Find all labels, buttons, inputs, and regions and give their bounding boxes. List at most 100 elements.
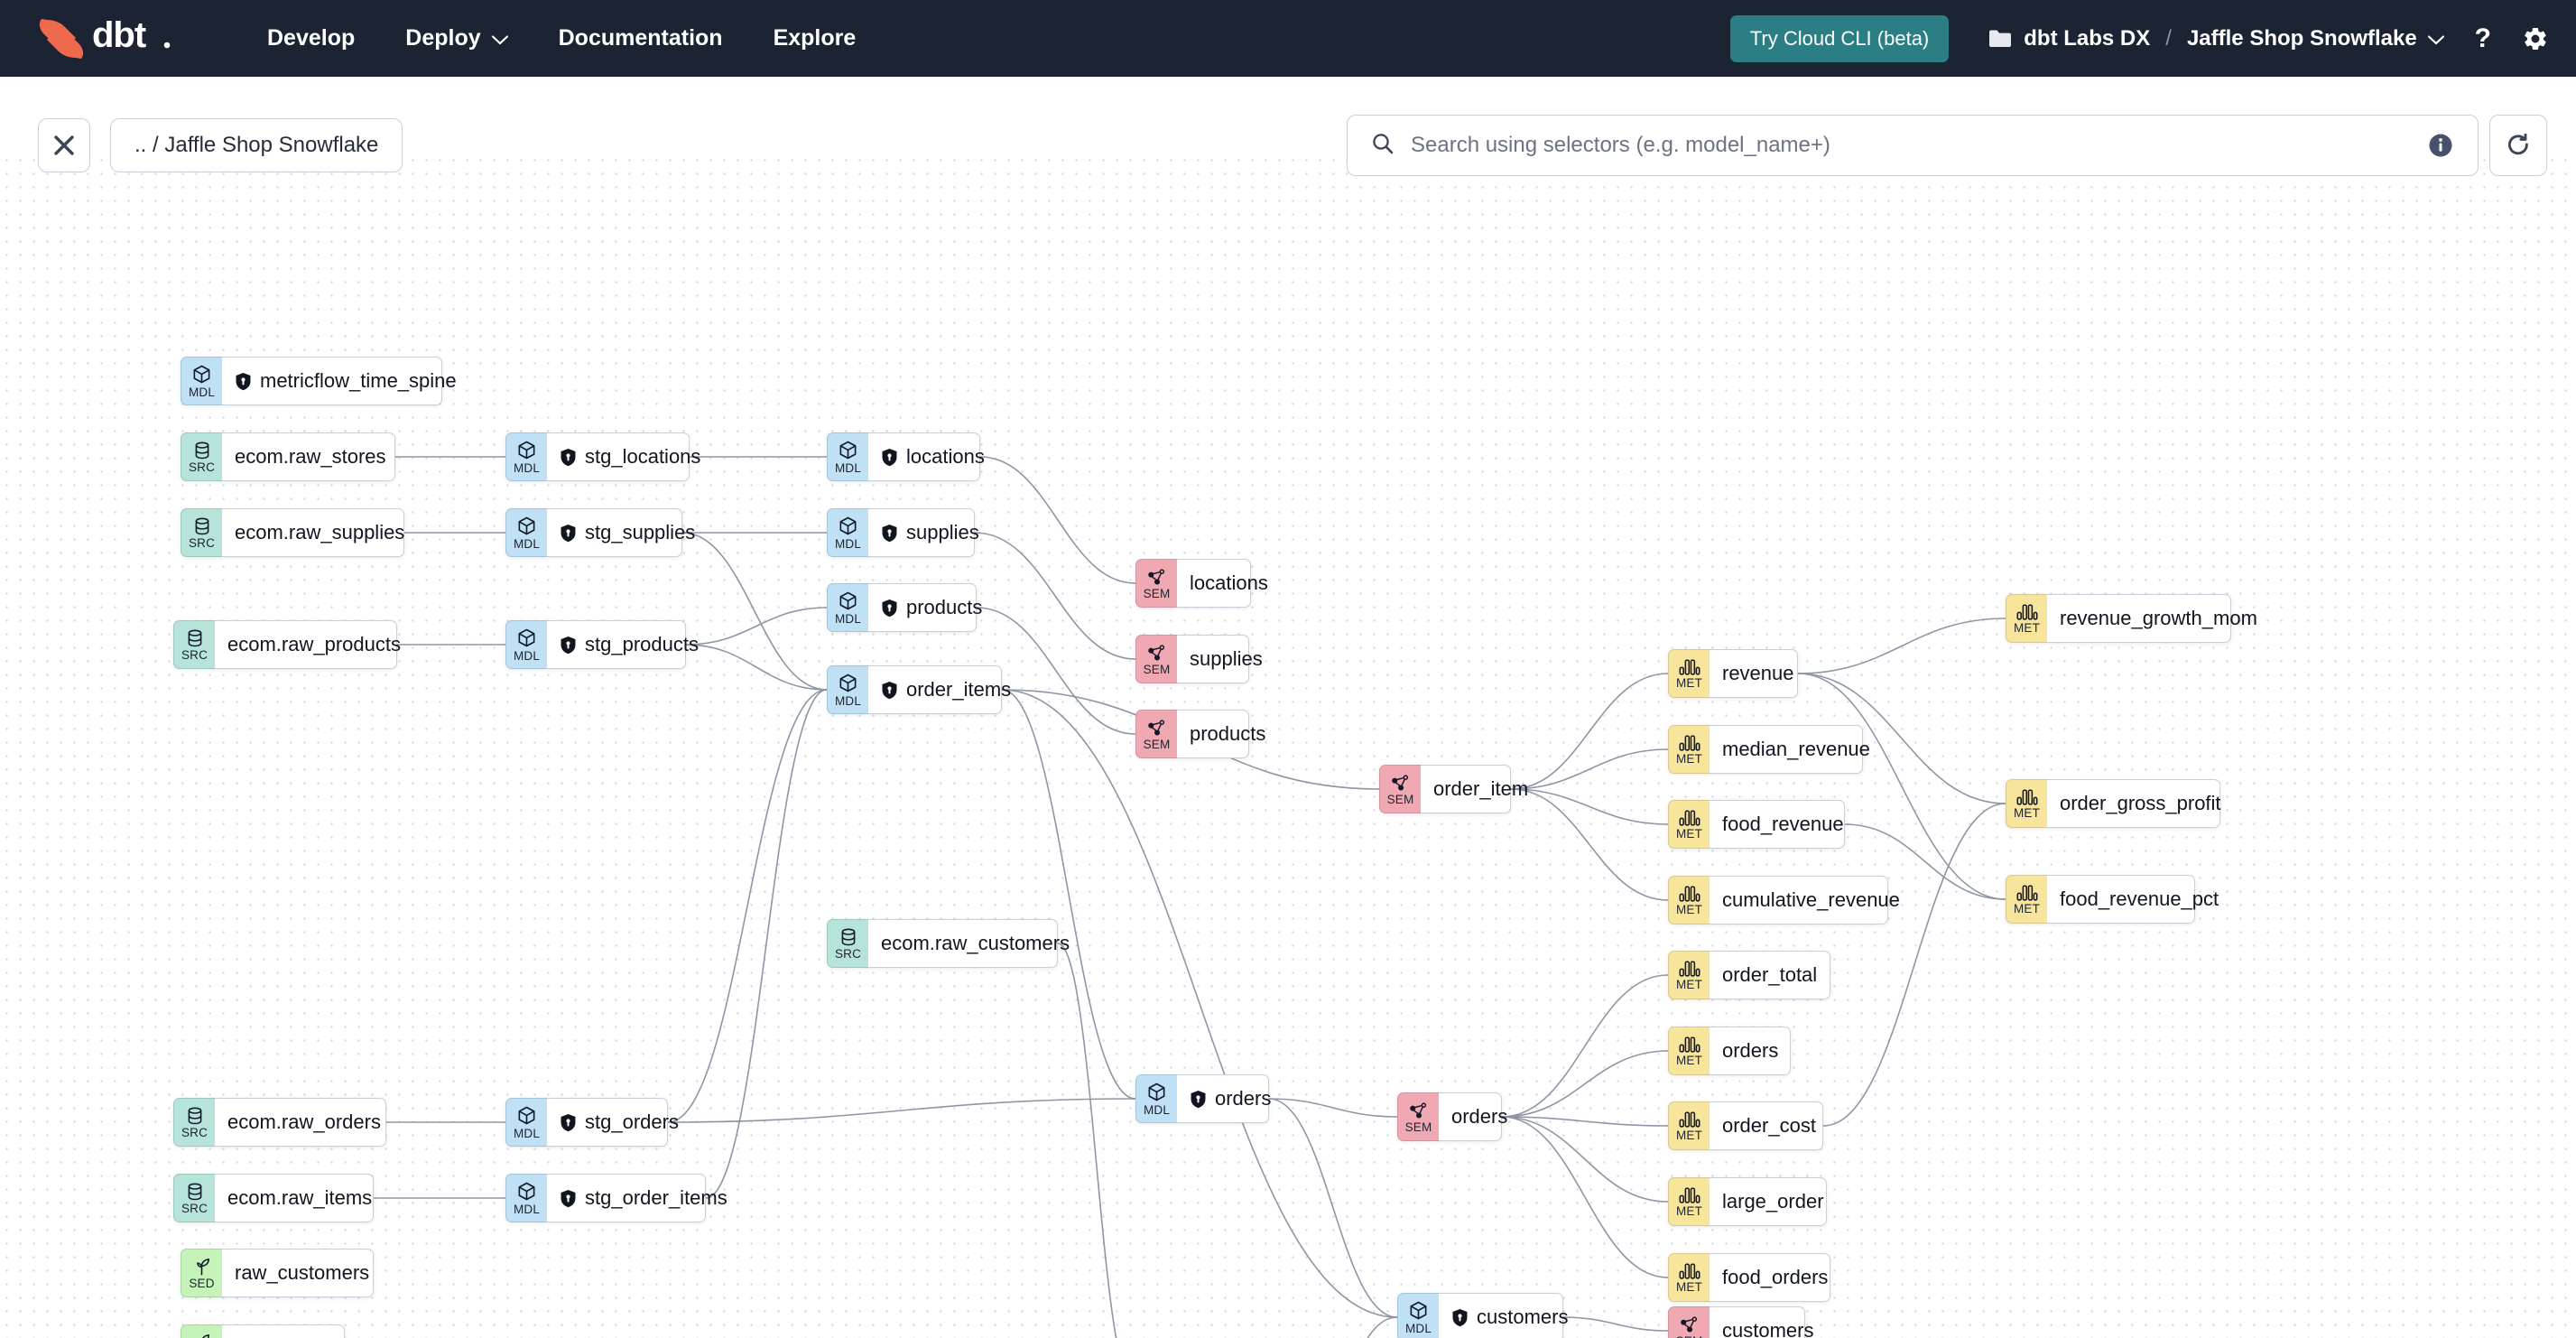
graph-node-body: food_orders [1710, 1253, 1830, 1302]
graph-node-label: order_gross_profit [2060, 792, 2221, 814]
graph-node-met_large_order[interactable]: MET large_order [1668, 1177, 1827, 1226]
graph-node-supplies[interactable]: MDL supplies [827, 508, 979, 557]
nav-item-develop[interactable]: Develop [242, 16, 380, 60]
shield-icon [235, 372, 252, 391]
graph-node-body: large_order [1710, 1177, 1827, 1226]
node-type-abbr: SRC [181, 1202, 208, 1215]
breadcrumb-project[interactable]: Jaffle Shop Snowflake [2187, 26, 2444, 51]
graph-node-label: orders [1215, 1087, 1272, 1110]
breadcrumb-chip-label: .. / Jaffle Shop Snowflake [134, 133, 379, 157]
graph-node-label: ecom.raw_supplies [235, 521, 405, 544]
graph-node-met_revenue[interactable]: MET revenue [1668, 649, 1798, 698]
close-icon [54, 135, 74, 155]
graph-node-stg_orders[interactable]: MDL stg_orders [505, 1098, 679, 1147]
shield-icon [1190, 1090, 1207, 1109]
node-type-abbr: SRC [188, 536, 216, 550]
search-bar[interactable] [1347, 115, 2479, 176]
graph-node-body: median_revenue [1710, 725, 1870, 774]
graph-node-label: revenue [1722, 662, 1794, 684]
help-icon[interactable]: ? [2475, 23, 2491, 54]
graph-icon: SEM [1135, 635, 1177, 683]
node-type-abbr: SEM [1143, 663, 1171, 676]
gear-icon[interactable] [2522, 25, 2549, 52]
graph-node-stg_locations[interactable]: MDL stg_locations [505, 432, 700, 481]
graph-node-body: stg_order_items [547, 1174, 727, 1222]
lineage-edge [1501, 974, 1669, 1118]
node-type-abbr: MDL [513, 648, 541, 663]
lineage-edge [1057, 943, 1117, 1338]
graph-node-orders_mdl[interactable]: MDL orders [1135, 1074, 1272, 1123]
dbt-logo[interactable]: dbt [36, 15, 171, 62]
node-type-abbr: MET [2013, 902, 2041, 915]
graph-node-label: large_order [1722, 1190, 1824, 1213]
shield-icon [881, 599, 898, 618]
lineage-edge [681, 532, 828, 691]
close-button[interactable] [38, 118, 90, 172]
info-icon[interactable] [2427, 132, 2454, 159]
svg-text:dbt: dbt [92, 17, 146, 55]
graph-node-order_items[interactable]: MDL order_items [827, 665, 1011, 714]
graph-node-stg_supplies[interactable]: MDL stg_supplies [505, 508, 695, 557]
graph-node-products[interactable]: MDL products [827, 583, 982, 632]
lineage-edge [974, 532, 1136, 660]
graph-node-customers_mdl[interactable]: MDL customers [1397, 1293, 1568, 1338]
nav-item-deploy[interactable]: Deploy [380, 16, 533, 60]
node-type-abbr: MDL [834, 693, 862, 708]
breadcrumb-account[interactable]: dbt Labs DX [2024, 25, 2151, 51]
cube-icon: MDL [827, 432, 868, 481]
graph-node-label: stg_supplies [585, 521, 696, 544]
lineage-edge [1001, 689, 1136, 1100]
node-type-abbr: MDL [1404, 1321, 1432, 1335]
node-type-abbr: MET [1675, 1204, 1703, 1218]
cube-icon: MDL [1397, 1293, 1439, 1338]
account-project-breadcrumb: dbt Labs DX / Jaffle Shop Snowflake [1988, 25, 2444, 51]
lineage-edge [705, 689, 828, 1199]
lineage-edge [667, 689, 828, 1123]
nav-item-documentation[interactable]: Documentation [533, 16, 748, 60]
node-type-abbr: MET [1675, 1054, 1703, 1067]
graph-node-body: supplies [868, 508, 979, 557]
graph-icon: SEM [1668, 1306, 1710, 1338]
graph-node-sem_customers[interactable]: SEMcustomers [1668, 1306, 1813, 1338]
graph-node-stg_order_items[interactable]: MDL stg_order_items [505, 1174, 727, 1222]
bar-chart-icon: MET [1668, 951, 1710, 999]
nav-item-explore[interactable]: Explore [748, 16, 882, 60]
node-type-abbr: MET [1675, 676, 1703, 690]
cube-icon: MDL [505, 508, 547, 557]
breadcrumb-chip[interactable]: .. / Jaffle Shop Snowflake [110, 118, 403, 172]
graph-node-stg_products[interactable]: MDL stg_products [505, 620, 699, 669]
refresh-button[interactable] [2489, 115, 2547, 176]
bar-chart-icon: MET [1668, 1177, 1710, 1226]
graph-node-ecom_raw_supplies[interactable]: SRC ecom.raw_supplies [181, 508, 404, 557]
try-cloud-cli-button[interactable]: Try Cloud CLI (beta) [1729, 14, 1950, 62]
graph-node-metricflow_time_spine[interactable]: MDL metricflow_time_spine [181, 357, 457, 405]
graph-node-body: order_gross_profit [2047, 779, 2221, 828]
node-type-abbr: SRC [181, 648, 208, 662]
search-input[interactable] [1411, 133, 2427, 158]
lineage-edge [1268, 1098, 1398, 1118]
graph-node-locations[interactable]: MDL locations [827, 432, 985, 481]
